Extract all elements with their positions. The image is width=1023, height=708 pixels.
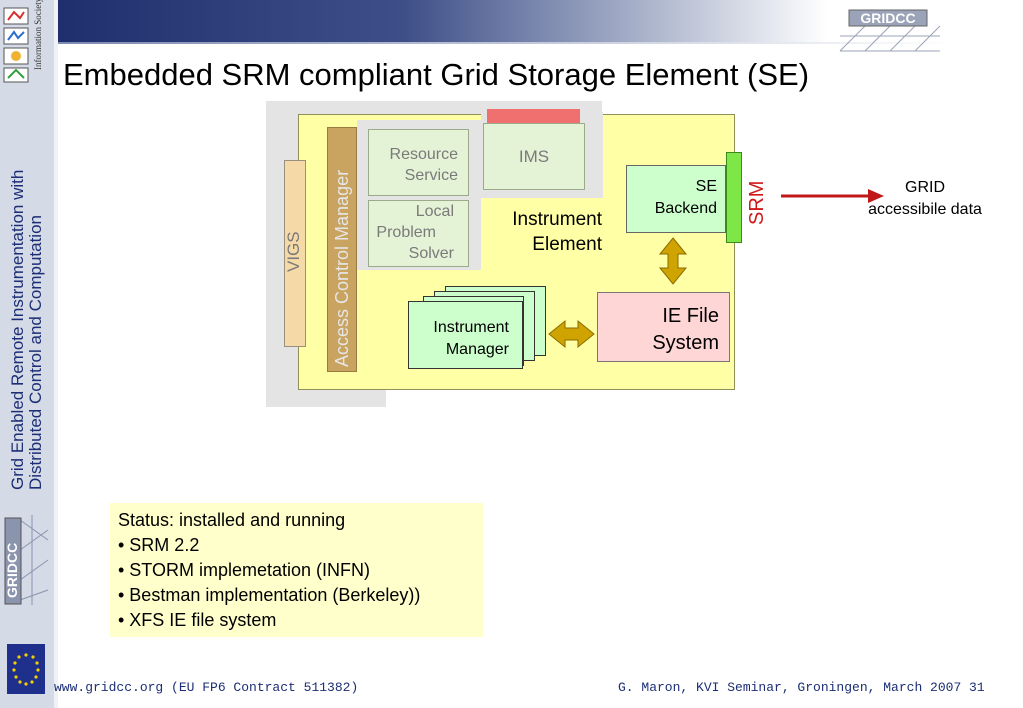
local-problem-solver-line3: Solver xyxy=(408,245,454,262)
se-to-filesystem-double-arrow xyxy=(658,237,688,285)
top-header-bar xyxy=(58,0,828,42)
instrument-manager-line2: Manager xyxy=(445,341,509,358)
ims-label: IMS xyxy=(518,147,550,166)
local-problem-solver-line2: Problem xyxy=(376,224,436,241)
gridcc-side-logo: GRIDCC xyxy=(4,515,49,605)
instrument-element-line2: Element xyxy=(532,234,602,255)
left-sidebar-strip xyxy=(54,0,58,708)
svg-text:GRIDCC: GRIDCC xyxy=(4,543,20,598)
se-backend-line2: Backend xyxy=(654,200,717,217)
manager-to-filesystem-double-arrow xyxy=(548,319,595,349)
grid-label-line2: accessibile data xyxy=(868,201,982,218)
ie-file-system-line2: System xyxy=(652,332,719,354)
gridcc-top-logo: GRIDCC xyxy=(839,9,941,52)
instrument-manager-box xyxy=(408,301,523,369)
status-item-storm: • STORM implemetation (INFN) xyxy=(118,560,371,580)
status-box: Status: installed and running • SRM 2.2 … xyxy=(110,503,483,637)
footer-right: G. Maron, KVI Seminar, Groningen, March … xyxy=(618,680,985,695)
se-backend-line1: SE xyxy=(695,178,717,195)
ie-file-system-box: IE File System xyxy=(597,292,730,362)
status-item-bestman: • Bestman implementation (Berkeley)) xyxy=(118,585,421,605)
instrument-manager-label: Instrument Manager xyxy=(411,317,509,361)
ist-logo xyxy=(3,7,29,83)
ims-box: IMS xyxy=(483,123,585,190)
grid-arrow xyxy=(781,189,884,203)
svg-text:GRIDCC: GRIDCC xyxy=(860,10,915,26)
vigs-box xyxy=(284,160,306,347)
local-problem-solver-line1: Local xyxy=(415,203,454,220)
se-backend-box: SE Backend xyxy=(626,165,726,233)
grid-accessible-label: GRID accessibile data xyxy=(850,177,1000,221)
resource-service-line2: Service xyxy=(404,167,458,184)
slide-title: Embedded SRM compliant Grid Storage Elem… xyxy=(63,57,810,92)
footer-left: www.gridcc.org (EU FP6 Contract 511382) xyxy=(54,680,359,695)
srm-bar xyxy=(726,152,742,243)
resource-service-box: Resource Service xyxy=(368,129,469,196)
instrument-element-line1: Instrument xyxy=(512,209,602,230)
status-item-xfs: • XFS IE file system xyxy=(118,610,277,630)
access-control-manager-box xyxy=(327,127,357,372)
grid-label-line1: GRID xyxy=(905,179,945,196)
status-item-srm: • SRM 2.2 xyxy=(118,535,200,555)
instrument-manager-line1: Instrument xyxy=(433,319,509,336)
eu-flag-icon xyxy=(7,644,45,694)
header-divider xyxy=(58,42,958,44)
status-heading: Status: installed and running xyxy=(118,510,346,530)
ie-file-system-line1: IE File xyxy=(662,305,719,327)
instrument-element-label: Instrument Element xyxy=(470,207,602,257)
local-problem-solver-box: Local Problem Solver xyxy=(368,200,469,267)
ims-red-bar xyxy=(487,109,580,125)
resource-service-line1: Resource xyxy=(389,146,458,163)
